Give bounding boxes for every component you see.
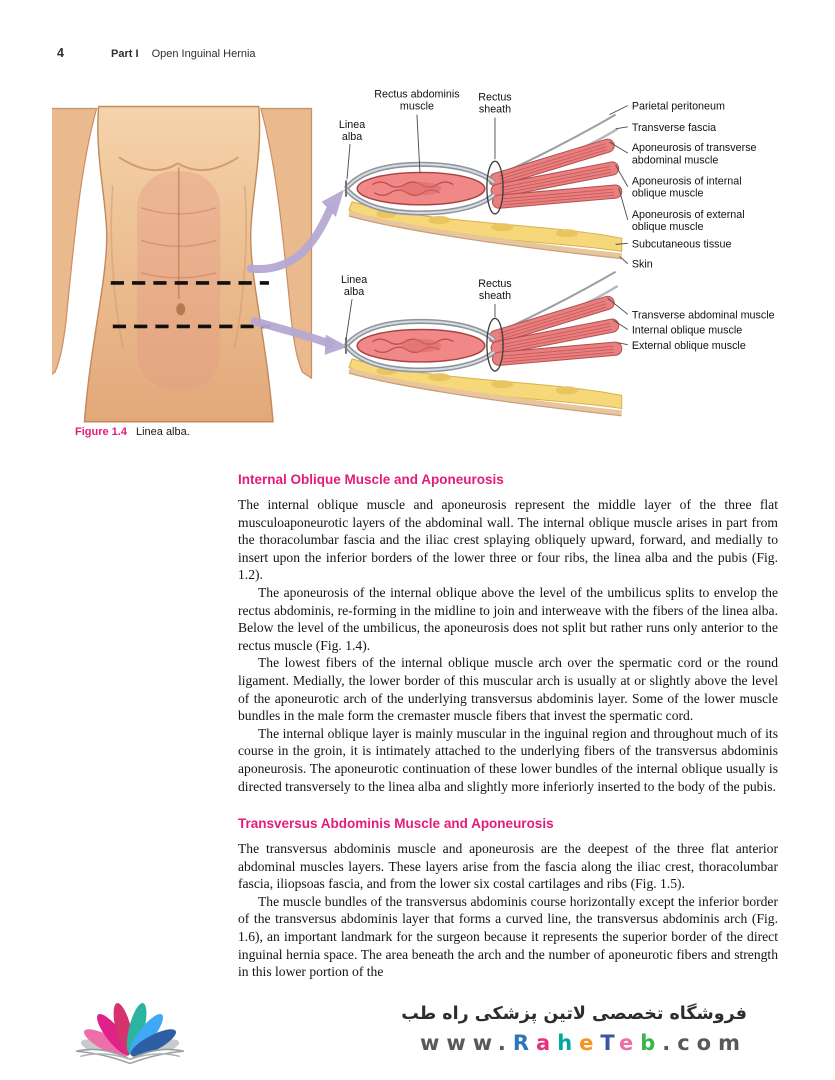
label-linea-alba-top-line2: alba [342,131,362,143]
paragraph: The internal oblique muscle and aponeuro… [238,497,778,583]
website-letter: a [536,1031,558,1055]
website-letter: R [512,1031,537,1055]
figure-caption-text: Linea alba. [135,426,190,438]
main-text-column: Internal Oblique Muscle and Aponeurosis … [238,472,778,981]
cross-section-above-umbilicus [346,115,622,259]
website-letter: . [497,1031,513,1055]
figure-caption-label: Figure 1.4 [75,426,127,438]
label-linea-alba-bottom-line2: alba [344,286,364,298]
label-aponeurosis-internal-line2: oblique muscle [632,188,704,200]
label-transverse-abdominal-muscle: Transverse abdominal muscle [632,309,775,321]
cross-section-bottom-labels: Linea alba Rectus sheath [341,274,512,340]
website-letter: e [618,1031,641,1055]
footer-branding: فروشگاه تخصصی لاتین پزشکی راه طب www.Rah… [401,1004,747,1055]
page-number: 4 [57,46,64,60]
label-parietal-peritoneum: Parietal peritoneum [632,101,725,113]
section-heading-transversus-abdominis: Transversus Abdominis Muscle and Aponeur… [238,816,554,832]
paragraph: The aponeurosis of the internal oblique … [238,584,778,653]
label-aponeurosis-transverse: Aponeurosis of transverse [632,142,757,154]
paragraph: The lowest fibers of the internal obliqu… [238,655,778,724]
torso-illustration [45,105,313,423]
figure-1-4-illustration: Rectus abdominis muscle Rectus sheath Li… [45,84,792,424]
label-aponeurosis-transverse-line2: abdominal muscle [632,154,719,166]
label-rectus-sheath-bottom-line2: sheath [479,290,511,302]
navel [176,303,186,316]
anatomy-figure-svg: Rectus abdominis muscle Rectus sheath Li… [45,88,775,423]
part-label: Part I [111,48,139,60]
label-transverse-fascia: Transverse fascia [632,122,716,134]
page-header: 4 Part I Open Inguinal Hernia [57,46,256,60]
website-letter: w [472,1031,498,1055]
arrow-to-bottom-section-icon [250,317,348,355]
label-rectus-sheath-top-line2: sheath [479,104,511,116]
label-rectus-abdominis-muscle: Rectus abdominis [374,88,459,100]
website-letter: o [696,1031,719,1055]
label-internal-oblique-muscle: Internal oblique muscle [632,325,742,337]
label-aponeurosis-external: Aponeurosis of external [632,209,745,221]
persian-tagline: فروشگاه تخصصی لاتین پزشکی راه طب [401,1004,747,1024]
layer-labels-top: Parietal peritoneum Transverse fascia Ap… [609,101,757,271]
arrow-to-top-section-icon [246,189,344,274]
paragraph: The muscle bundles of the transversus ab… [238,893,778,980]
website-letter: b [640,1031,663,1055]
website-letter: m [718,1031,747,1055]
footer-logo [64,998,196,1073]
label-linea-alba-bottom: Linea [341,274,367,286]
layer-labels-bottom: Transverse abdominal muscle Internal obl… [607,297,775,352]
website-letter: . [662,1031,678,1055]
section-heading-internal-oblique: Internal Oblique Muscle and Aponeurosis [238,472,504,487]
cross-section-top-labels: Rectus abdominis muscle Rectus sheath Li… [339,88,512,180]
paragraph: The internal oblique layer is mainly mus… [238,725,778,794]
label-rectus-sheath-top: Rectus [478,91,511,103]
website-letter: e [579,1031,601,1055]
book-fan-logo-icon [76,1003,184,1065]
paragraph: The transversus abdominis muscle and apo… [238,841,778,892]
label-rectus-abdominis-muscle-line2: muscle [400,101,434,113]
label-aponeurosis-external-line2: oblique muscle [632,221,704,233]
website-letter: T [600,1031,619,1055]
label-rectus-sheath-bottom: Rectus [478,278,511,290]
website-letter: w [419,1031,447,1055]
website-text: www.RaheTeb.com [401,1031,747,1055]
website-letter: w [446,1031,473,1055]
label-external-oblique-muscle: External oblique muscle [632,340,746,352]
website-letter: h [557,1031,580,1055]
label-subcutaneous-tissue: Subcutaneous tissue [632,238,732,250]
label-linea-alba-top: Linea [339,119,365,131]
figure-caption: Figure 1.4 Linea alba. [75,426,190,438]
running-head-title: Open Inguinal Hernia [151,48,256,60]
label-aponeurosis-internal: Aponeurosis of internal [632,176,742,188]
website-letter: c [677,1031,697,1055]
label-skin: Skin [632,259,653,271]
